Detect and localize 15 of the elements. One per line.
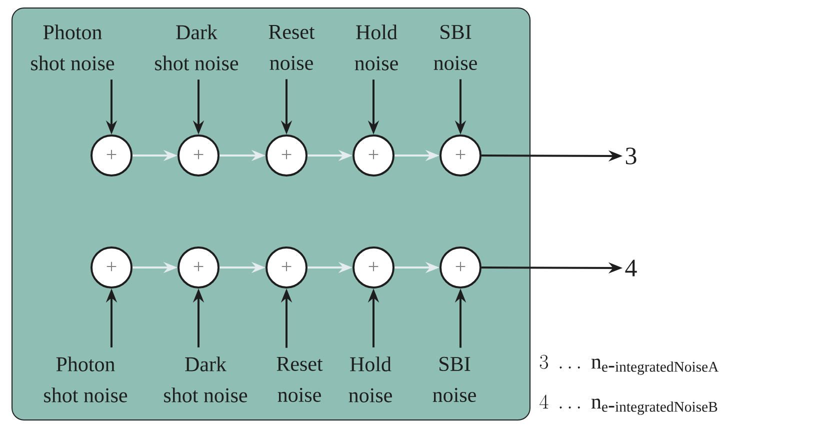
- noise-label: Photon shot noise: [44, 356, 128, 402]
- noise-label: SBI noise: [432, 356, 476, 402]
- noise-label: Hold noise: [348, 356, 392, 402]
- noise-label: SBI noise: [434, 24, 477, 70]
- output-label: 3: [626, 148, 636, 164]
- panel-background: [12, 8, 530, 420]
- output-label: 4: [625, 260, 637, 276]
- legend-note: $3\;\ldots\;\mathrm{n}_{\mathrm{e\mbox{-}integratedNoiseA}}$: [540, 354, 719, 375]
- noise-label: Reset noise: [276, 357, 323, 402]
- noise-label: Photon shot noise: [31, 24, 114, 70]
- noise-label: Dark shot noise: [164, 356, 248, 402]
- noise-label: Dark shot noise: [155, 24, 238, 70]
- noise-label: Reset noise: [268, 25, 315, 70]
- legend-note: $4\;\ldots\;\mathrm{n}_{\mathrm{e\mbox{-}integratedNoiseB}}$: [540, 394, 718, 415]
- noise-label: Hold noise: [354, 24, 398, 70]
